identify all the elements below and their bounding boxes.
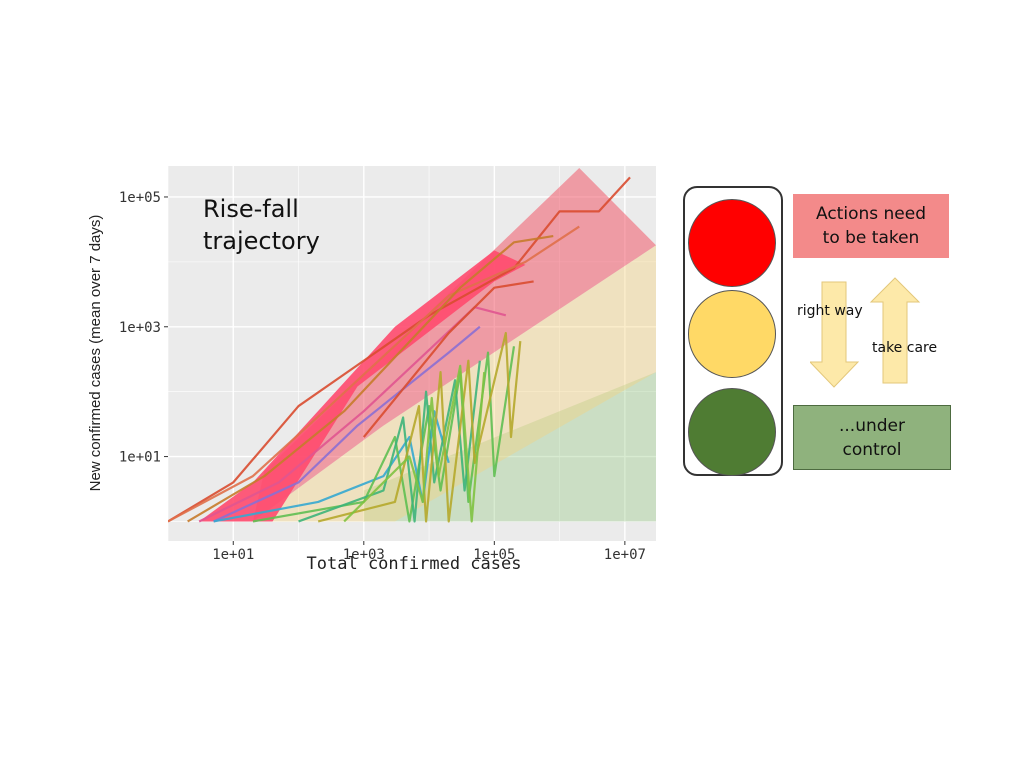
trajectory-zone bbox=[363, 372, 656, 522]
y-axis-ticks: 1e+01 1e+03 1e+05 bbox=[119, 190, 168, 466]
annotation-line: trajectory bbox=[203, 227, 320, 255]
down-arrow-icon bbox=[810, 281, 860, 388]
take-care-label: take care bbox=[872, 340, 938, 356]
green-lamp bbox=[688, 388, 776, 476]
series-line bbox=[187, 234, 554, 523]
chart-annotation: Rise-fall trajectory bbox=[203, 195, 320, 255]
y-tick-label: 1e+05 bbox=[119, 190, 161, 206]
series-line bbox=[317, 331, 522, 523]
trajectory-zone bbox=[199, 250, 526, 522]
y-axis-title: New confirmed cases (mean over 7 days) bbox=[87, 215, 104, 492]
series-line bbox=[213, 410, 450, 523]
x-axis-ticks: 1e+01 1e+03 1e+05 1e+07 bbox=[212, 541, 646, 563]
x-tick-label: 1e+05 bbox=[473, 547, 515, 563]
x-tick-label: 1e+01 bbox=[212, 547, 254, 563]
up-arrow-icon bbox=[869, 277, 921, 384]
series-line bbox=[252, 346, 516, 523]
trajectory-series bbox=[168, 176, 631, 523]
x-tick-label: 1e+03 bbox=[343, 547, 385, 563]
yellow-lamp bbox=[688, 290, 776, 378]
actions-needed-box: Actions need to be taken bbox=[793, 194, 949, 258]
chart-figure: 1e+01 1e+03 1e+05 1e+07 1e+01 1e+03 1e+05 Tot… bbox=[87, 166, 656, 574]
series-line bbox=[213, 325, 481, 523]
series-line bbox=[168, 176, 631, 523]
under-control-box: ...under control bbox=[793, 405, 951, 470]
direction-arrows bbox=[810, 277, 921, 388]
series-line bbox=[298, 360, 481, 523]
trajectory-zone bbox=[252, 167, 656, 522]
right-way-label: right way bbox=[797, 303, 863, 319]
series-line bbox=[198, 306, 507, 523]
y-tick-label: 1e+03 bbox=[119, 320, 161, 336]
series-line bbox=[168, 225, 580, 523]
x-tick-label: 1e+07 bbox=[604, 547, 646, 563]
x-axis-title: Total confirmed cases bbox=[307, 554, 522, 574]
annotation-line: Rise-fall bbox=[203, 195, 299, 223]
series-line bbox=[362, 280, 534, 438]
y-tick-label: 1e+01 bbox=[119, 450, 161, 466]
series-line bbox=[343, 364, 486, 523]
red-lamp bbox=[688, 199, 776, 287]
trajectory-zones bbox=[199, 167, 656, 522]
